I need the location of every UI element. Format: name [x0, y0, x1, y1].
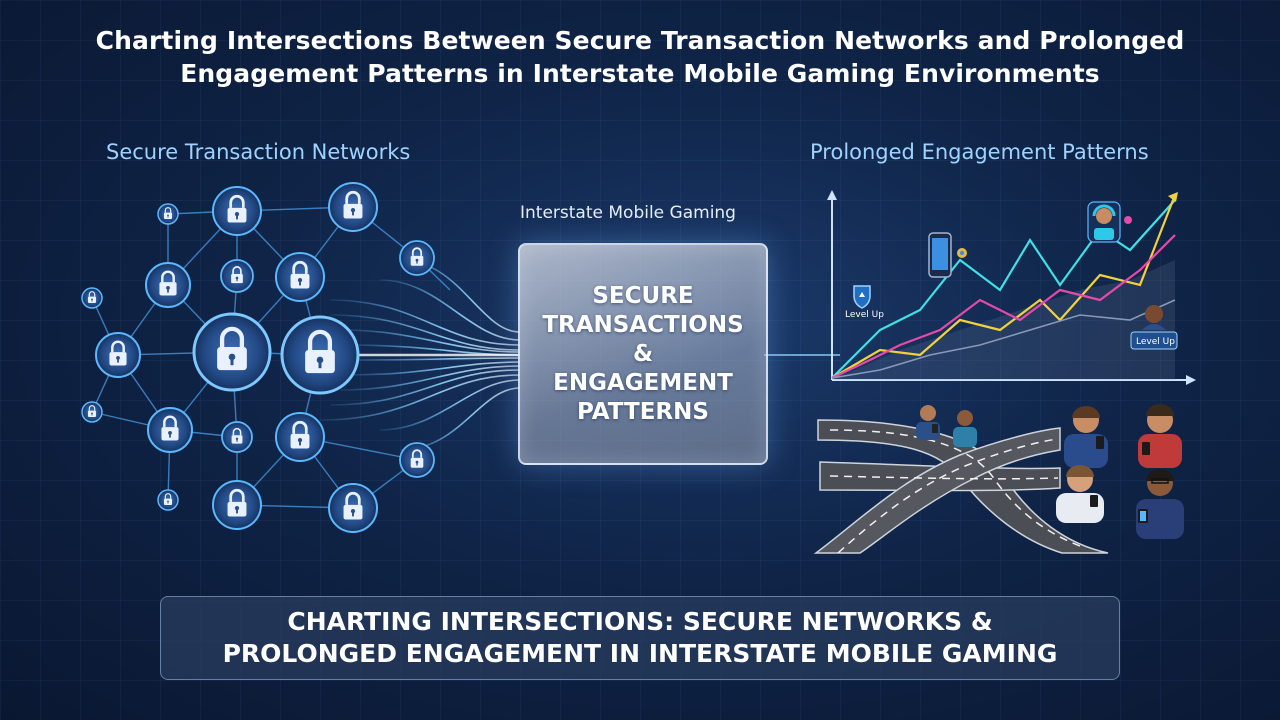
- center-line-2: TRANSACTIONS: [542, 311, 744, 338]
- player-avatar-icon: [953, 410, 977, 447]
- lock-icon: [157, 489, 179, 511]
- lock-icon: [275, 252, 325, 302]
- player-avatar-icon: [1138, 404, 1182, 468]
- lock-icon: [192, 312, 272, 392]
- lock-icon: [275, 412, 325, 462]
- lock-icon: [220, 259, 254, 293]
- lock-icon: [95, 332, 141, 378]
- pink-engagement-line: [831, 234, 1176, 379]
- lock-icon: [328, 182, 378, 232]
- player-avatar-icon: [1056, 465, 1104, 523]
- road-intersection-icon: [813, 419, 1109, 554]
- level-up-badge-1: Level Up: [845, 310, 884, 320]
- level-up-badge-2: Level Up: [1136, 337, 1175, 347]
- summary-banner: CHARTING INTERSECTIONS: SECURE NETWORKS …: [160, 596, 1120, 680]
- lock-icon: [399, 240, 435, 276]
- center-panel-text: SECURE TRANSACTIONS & ENGAGEMENT PATTERN…: [542, 282, 743, 427]
- lock-icon: [157, 203, 179, 225]
- engagement-patterns-label: Prolonged Engagement Patterns: [810, 140, 1149, 164]
- center-line-1: SECURE: [592, 282, 694, 309]
- player-avatar-icon: [1142, 305, 1166, 330]
- title-line-1: Charting Intersections Between Secure Tr…: [95, 26, 1185, 55]
- player-avatar-icon: [1064, 406, 1108, 468]
- banner-line-1: CHARTING INTERSECTIONS: SECURE NETWORKS …: [287, 607, 993, 636]
- engagement-chart: Level Up Level Up: [827, 190, 1196, 385]
- lock-icon: [328, 483, 378, 533]
- banner-line-2: PROLONGED ENGAGEMENT IN INTERSTATE MOBIL…: [222, 639, 1058, 668]
- secure-networks-label: Secure Transaction Networks: [106, 140, 411, 164]
- interstate-gaming-label: Interstate Mobile Gaming: [520, 203, 736, 223]
- lock-icon: [399, 442, 435, 478]
- lock-icon: [81, 287, 103, 309]
- lock-icon: [280, 315, 360, 395]
- title-line-2: Engagement Patterns in Interstate Mobile…: [180, 59, 1100, 88]
- lock-icon: [145, 262, 191, 308]
- banner-text: CHARTING INTERSECTIONS: SECURE NETWORKS …: [223, 606, 1058, 670]
- page-title: Charting Intersections Between Secure Tr…: [0, 24, 1280, 90]
- center-glass-panel: SECURE TRANSACTIONS & ENGAGEMENT PATTERN…: [518, 243, 768, 465]
- players-group: [916, 404, 1184, 539]
- player-avatar-icon: [1136, 469, 1184, 539]
- smartphone-icon: [928, 232, 967, 278]
- lock-nodes: [81, 182, 435, 533]
- lock-icon: [81, 401, 103, 423]
- center-line-5: PATTERNS: [577, 398, 709, 425]
- center-line-3: &: [632, 340, 654, 367]
- player-avatar-icon: [916, 405, 940, 440]
- lock-icon: [221, 421, 253, 453]
- yellow-engagement-line: [831, 194, 1177, 379]
- lock-icon: [212, 480, 262, 530]
- gamer-headset-icon: [1087, 201, 1132, 243]
- lock-icon: [212, 186, 262, 236]
- level-up-shield-icon: [853, 285, 871, 309]
- center-line-4: ENGAGEMENT: [553, 369, 733, 396]
- lock-icon: [147, 407, 193, 453]
